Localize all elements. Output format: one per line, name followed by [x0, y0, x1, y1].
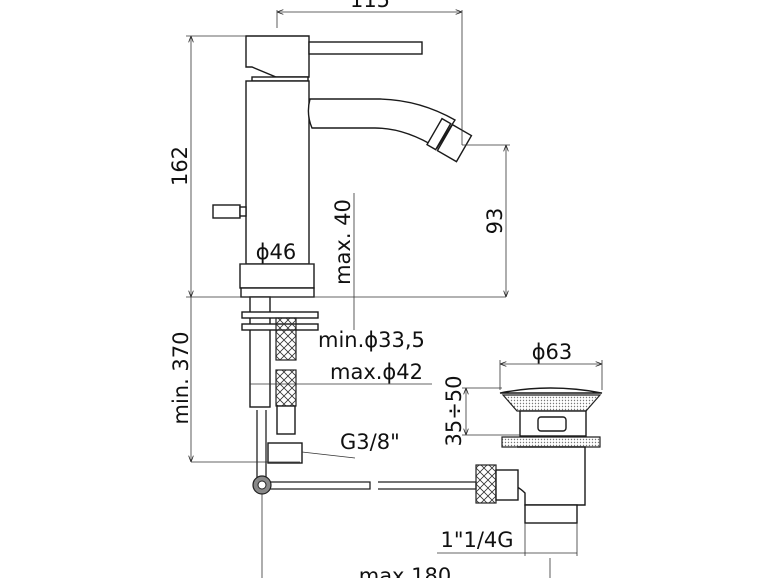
pop-up-rod [252, 475, 477, 578]
dim-min-hole-diameter: min.ϕ33,5 [318, 328, 425, 352]
waste-overflow-slot [537, 416, 567, 432]
dim-waste-diameter: ϕ63 [532, 340, 573, 364]
base-plate [240, 287, 315, 298]
rod-connector [495, 469, 519, 501]
pop-up-knob [212, 204, 241, 219]
dim-max-deck-thickness: max. 40 [331, 199, 355, 285]
mixer-column [245, 80, 310, 265]
dimension-lines [186, 10, 603, 578]
washer [241, 311, 319, 319]
base-ring [239, 263, 315, 289]
lever-handle [308, 41, 423, 55]
under-deck-fittings [241, 296, 319, 478]
dim-spout-height: 93 [483, 208, 507, 235]
flexible-hose [275, 317, 297, 361]
hose-ferrule [276, 405, 296, 435]
spout [307, 98, 456, 149]
mixer-body [212, 35, 473, 298]
dim-base-diameter: ϕ46 [256, 240, 297, 264]
threaded-nut [475, 464, 497, 504]
dim-hose-connection: G3/8" [340, 430, 400, 454]
pivot-joint-center [257, 480, 267, 490]
flexible-hose [275, 369, 297, 407]
dim-min-hose-length: min. 370 [169, 331, 193, 424]
pop-up-rod-horizontal [378, 481, 477, 490]
lever-head [245, 35, 310, 78]
dim-max-rod-length: max 180 [359, 564, 452, 578]
waste-cone [501, 394, 602, 412]
pop-up-knob-stem [239, 206, 247, 217]
dim-overall-reach: 115 [350, 0, 390, 12]
hose-nut [267, 442, 303, 464]
waste-valve [475, 387, 603, 524]
waste-upper-body [519, 410, 587, 437]
pop-up-rod-horizontal [270, 481, 371, 490]
waste-cap [499, 387, 603, 394]
dim-waste-adjust-range: 35÷50 [442, 375, 466, 446]
waste-flange [501, 436, 601, 448]
dim-waste-thread: 1"1/4G [440, 528, 513, 552]
dim-max-hole-diameter: max.ϕ42 [330, 360, 423, 384]
dim-overall-height: 162 [168, 146, 192, 186]
waste-outlet [524, 504, 578, 524]
